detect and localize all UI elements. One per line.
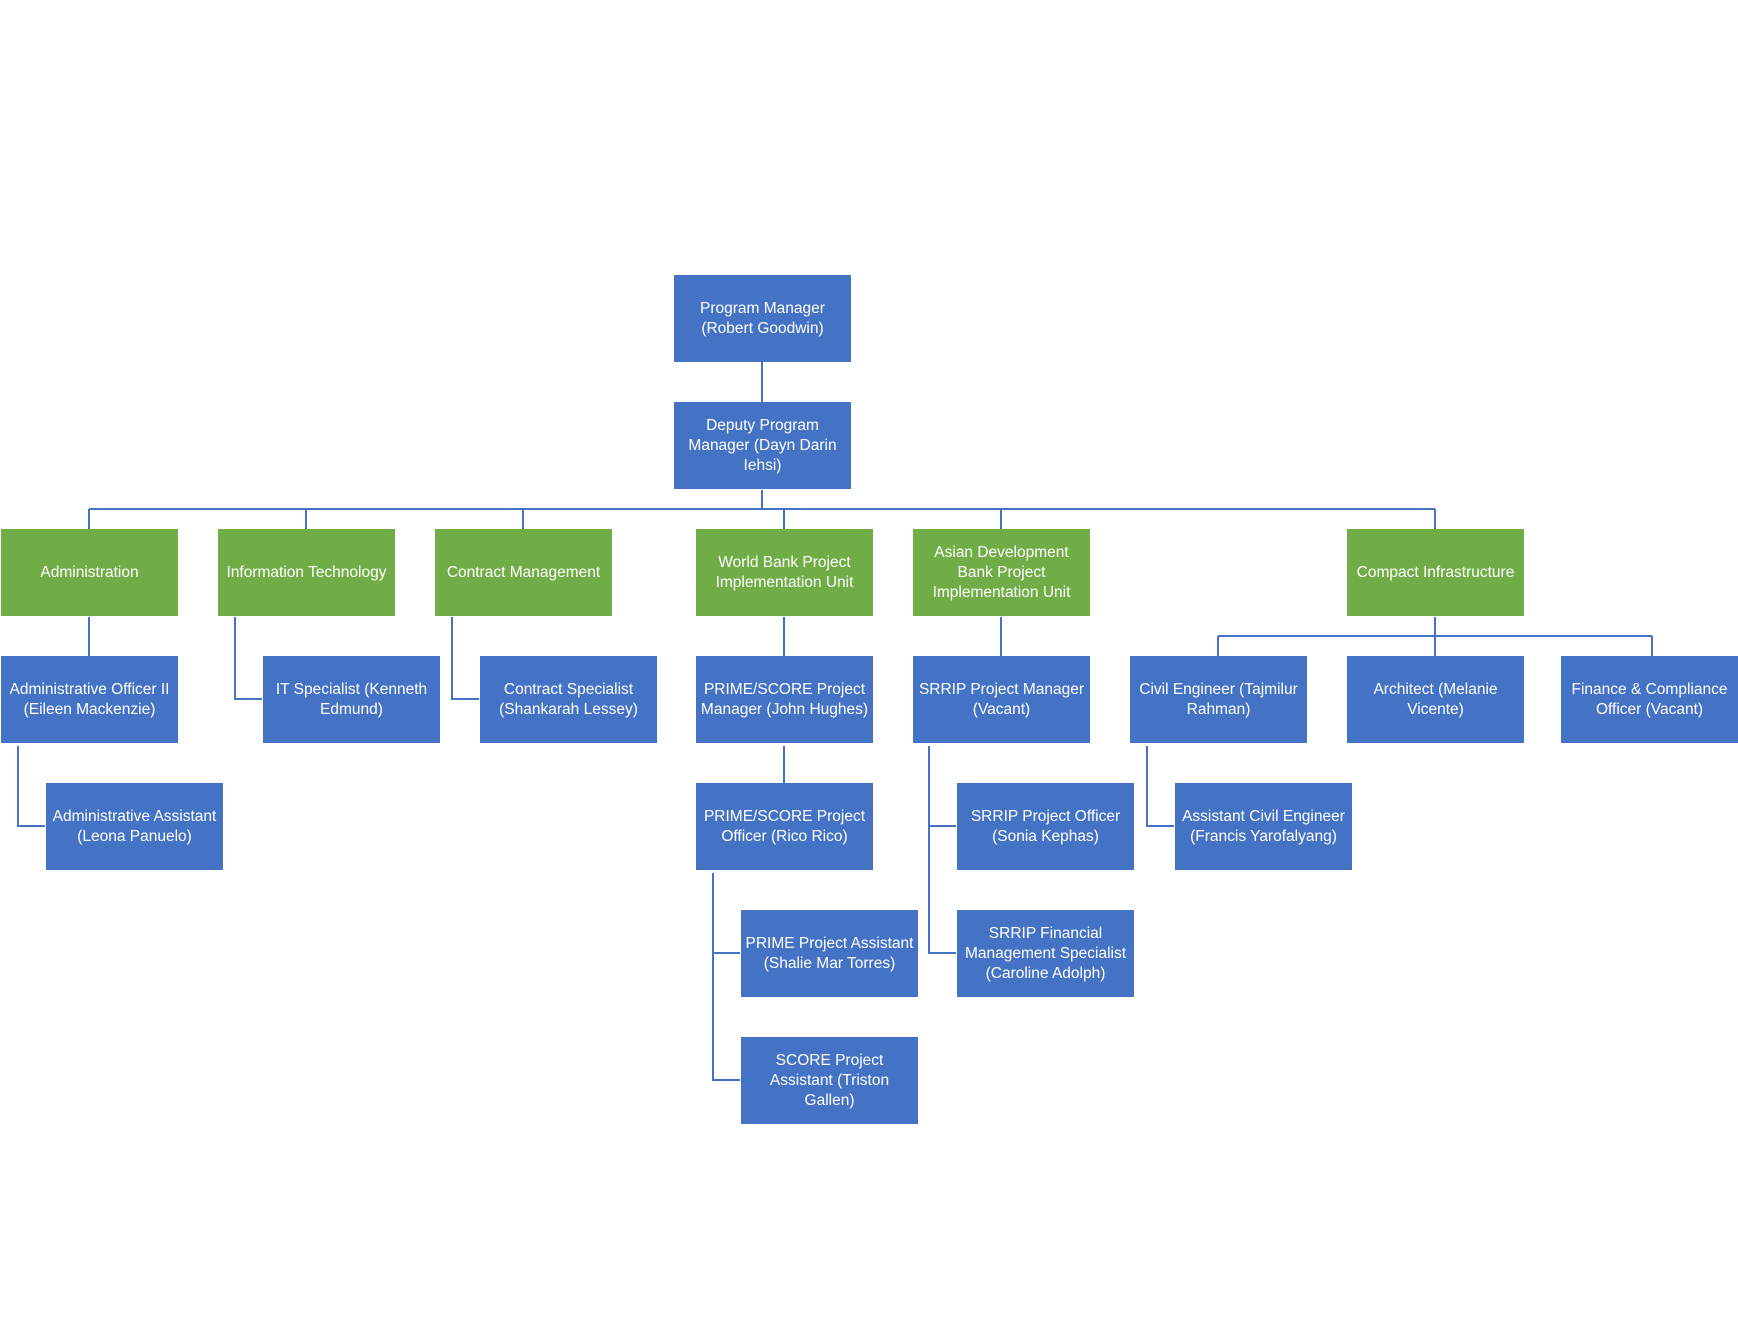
information-technology-unit-box: Information Technology	[218, 529, 395, 616]
world-bank-piu-box: World Bank Project Implementation Unit	[696, 529, 873, 616]
architect-box: Architect (Melanie Vicente)	[1347, 656, 1524, 743]
prime-project-assistant-box: PRIME Project Assistant (Shalie Mar Torr…	[741, 910, 918, 997]
contract-specialist-label: Contract Specialist (Shankarah Lessey)	[499, 680, 638, 718]
compact-infrastructure-unit-label: Compact Infrastructure	[1356, 563, 1515, 581]
administration-unit-label: Administration	[40, 563, 139, 581]
srrip-project-officer-box: SRRIP Project Officer (Sonia Kephas)	[957, 783, 1134, 870]
contract-specialist-box: Contract Specialist (Shankarah Lessey)	[480, 656, 657, 743]
connector-it-specialist	[234, 617, 262, 700]
deputy-program-manager-box: Deputy Program Manager (Dayn Darin Iehsi…	[674, 402, 851, 489]
program-manager-label: Program Manager (Robert Goodwin)	[700, 299, 825, 337]
finance-compliance-officer-label: Finance & Compliance Officer (Vacant)	[1571, 680, 1728, 718]
connector-wb-assistants	[712, 873, 740, 1081]
prime-score-project-officer-box: PRIME/SCORE Project Officer (Rico Rico)	[696, 783, 873, 870]
civil-engineer-box: Civil Engineer (Tajmilur Rahman)	[1130, 656, 1307, 743]
deputy-program-manager-label: Deputy Program Manager (Dayn Darin Iehsi…	[688, 416, 837, 474]
assistant-civil-engineer-box: Assistant Civil Engineer (Francis Yarofa…	[1175, 783, 1352, 870]
contract-management-unit-box: Contract Management	[435, 529, 612, 616]
administrative-officer-label: Administrative Officer II (Eileen Macken…	[9, 680, 170, 718]
compact-infrastructure-unit-box: Compact Infrastructure	[1347, 529, 1524, 616]
architect-label: Architect (Melanie Vicente)	[1373, 680, 1498, 718]
score-project-assistant-box: SCORE Project Assistant (Triston Gallen)	[741, 1037, 918, 1124]
prime-project-assistant-label: PRIME Project Assistant (Shalie Mar Torr…	[745, 934, 914, 972]
administrative-assistant-label: Administrative Assistant (Leona Panuelo)	[52, 807, 217, 845]
prime-score-project-officer-label: PRIME/SCORE Project Officer (Rico Rico)	[703, 807, 866, 845]
srrip-project-manager-box: SRRIP Project Manager (Vacant)	[913, 656, 1090, 743]
connector-srrip-staff	[928, 746, 956, 954]
connector-assistant-civil	[1146, 746, 1174, 827]
it-specialist-box: IT Specialist (Kenneth Edmund)	[263, 656, 440, 743]
program-manager-box: Program Manager (Robert Goodwin)	[674, 275, 851, 362]
finance-compliance-officer-box: Finance & Compliance Officer (Vacant)	[1561, 656, 1738, 743]
score-project-assistant-label: SCORE Project Assistant (Triston Gallen)	[769, 1051, 890, 1109]
srrip-project-officer-label: SRRIP Project Officer (Sonia Kephas)	[970, 807, 1121, 845]
prime-score-project-manager-box: PRIME/SCORE Project Manager (John Hughes…	[696, 656, 873, 743]
connector-contract-specialist	[451, 617, 479, 700]
world-bank-piu-label: World Bank Project Implementation Unit	[715, 553, 854, 591]
contract-management-unit-label: Contract Management	[446, 563, 601, 581]
prime-score-project-manager-label: PRIME/SCORE Project Manager (John Hughes…	[700, 680, 869, 718]
srrip-financial-specialist-box: SRRIP Financial Management Specialist (C…	[957, 910, 1134, 997]
information-technology-unit-label: Information Technology	[226, 563, 387, 581]
civil-engineer-label: Civil Engineer (Tajmilur Rahman)	[1139, 680, 1298, 718]
it-specialist-label: IT Specialist (Kenneth Edmund)	[275, 680, 428, 718]
connector-admin-assistant	[17, 746, 45, 827]
administrative-officer-box: Administrative Officer II (Eileen Macken…	[1, 656, 178, 743]
srrip-project-manager-label: SRRIP Project Manager (Vacant)	[918, 680, 1085, 718]
adb-piu-box: Asian Development Bank Project Implement…	[913, 529, 1090, 616]
administrative-assistant-box: Administrative Assistant (Leona Panuelo)	[46, 783, 223, 870]
adb-piu-label: Asian Development Bank Project Implement…	[932, 543, 1071, 601]
administration-unit-box: Administration	[1, 529, 178, 616]
assistant-civil-engineer-label: Assistant Civil Engineer (Francis Yarofa…	[1182, 807, 1345, 845]
srrip-financial-specialist-label: SRRIP Financial Management Specialist (C…	[964, 924, 1127, 982]
